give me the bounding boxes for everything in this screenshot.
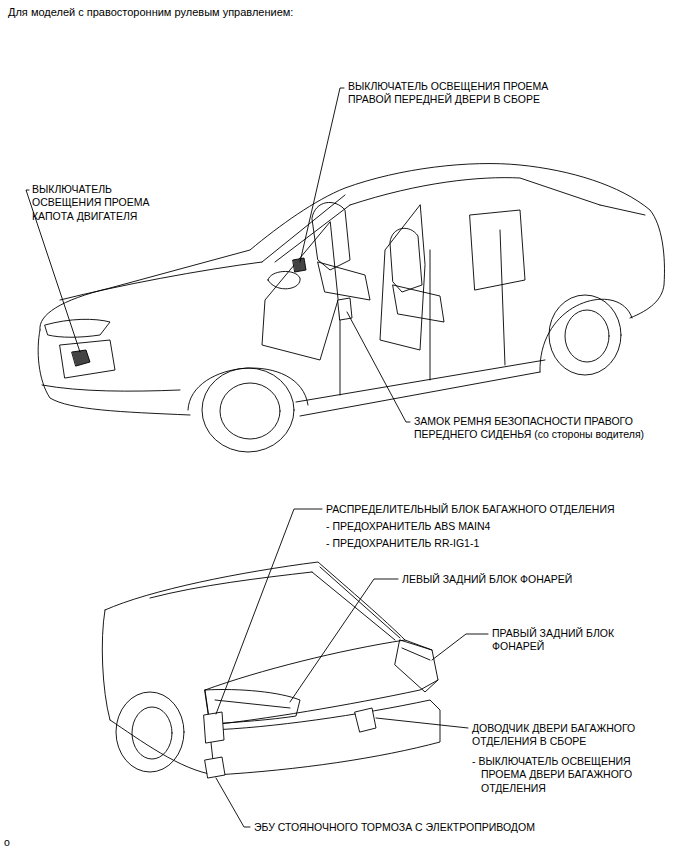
- rear-window: [600, 205, 645, 215]
- car-sill: [296, 360, 545, 402]
- distribution-block: [204, 712, 224, 743]
- headlight: [45, 319, 110, 337]
- rear-window: [312, 567, 400, 640]
- wheel: [220, 383, 280, 439]
- leader-line: [376, 718, 468, 728]
- open-door: [380, 205, 425, 350]
- part-label: ПРАВЫЙ ЗАДНИЙ БЛОК ФОНАРЕЙ: [492, 627, 640, 654]
- part-label: ВЫКЛЮЧАТЕЛЬ ОСВЕЩЕНИЯ ПРОЕМА ПРАВОЙ ПЕРЕ…: [348, 80, 593, 107]
- side: [110, 720, 215, 775]
- seat: [312, 202, 350, 270]
- car-sill: [300, 372, 540, 416]
- page-heading: Для моделей с правосторонним рулевым упр…: [8, 5, 293, 19]
- seat: [318, 262, 370, 300]
- lamp-detail: [215, 648, 430, 708]
- front-car: [26, 88, 664, 452]
- hood-switch: [72, 350, 90, 366]
- door-switch: [293, 258, 306, 272]
- leader-line: [432, 634, 488, 660]
- grille: [60, 340, 115, 378]
- part-label: - ПРЕДОХРАНИТЕЛЬ RR-IG1-1: [326, 537, 479, 550]
- leader-line: [216, 509, 322, 714]
- trunk-closer: [355, 708, 376, 732]
- part-label: - ВЫКЛЮЧАТЕЛЬ ОСВЕЩЕНИЯ ПРОЕМА ДВЕРИ БАГ…: [472, 755, 671, 795]
- part-label: ДОВОДЧИК ДВЕРИ БАГАЖНОГО ОТДЕЛЕНИЯ В СБО…: [472, 722, 684, 749]
- right-tail-lamp: [395, 640, 438, 692]
- wheel: [116, 692, 184, 772]
- leader-line: [300, 88, 344, 262]
- car-body: [105, 562, 405, 640]
- wheel-arch: [540, 299, 632, 372]
- rear-car: [102, 509, 488, 827]
- part-label: ЛЕВЫЙ ЗАДНИЙ БЛОК ФОНАРЕЙ: [402, 573, 572, 586]
- seat: [390, 228, 422, 292]
- part-label: ЭБУ СТОЯНОЧНОГО ТОРМОЗА С ЭЛЕКТРОПРИВОДО…: [254, 821, 535, 834]
- bumper: [42, 385, 180, 391]
- parking-brake-ecu: [205, 757, 225, 778]
- wheel: [565, 310, 609, 362]
- bumper: [210, 700, 440, 775]
- page-mark: o: [4, 836, 10, 849]
- rear-seat: [470, 210, 525, 290]
- leader-line: [216, 778, 250, 827]
- part-label: ЗАМОК РЕМНЯ БЕЗОПАСНОСТИ ПРАВОГО ПЕРЕДНЕ…: [414, 415, 682, 442]
- leader-line: [290, 579, 398, 702]
- hood-line: [60, 262, 262, 300]
- seat: [393, 285, 444, 322]
- steering-wheel: [268, 271, 300, 288]
- wheel: [202, 368, 294, 452]
- trunk-lid: [205, 640, 432, 690]
- roof: [150, 572, 312, 598]
- leader-line: [347, 312, 410, 422]
- car-body: [40, 164, 665, 330]
- part-label: РАСПРЕДЕЛИТЕЛЬНЫЙ БЛОК БАГАЖНОГО ОТДЕЛЕН…: [326, 503, 615, 516]
- wheel: [132, 707, 172, 759]
- part-label: ВЫКЛЮЧАТЕЛЬ ОСВЕЩЕНИЯ ПРОЕМА КАПОТА ДВИГ…: [32, 183, 170, 223]
- open-door: [262, 222, 338, 360]
- wheel-arch: [188, 368, 308, 410]
- wheel: [549, 295, 621, 375]
- part-label: - ПРЕДОХРАНИТЕЛЬ ABS MAIN4: [326, 520, 490, 533]
- car-body: [38, 330, 190, 415]
- door-frame: [340, 230, 505, 395]
- car-body: [102, 610, 110, 720]
- windshield: [262, 195, 350, 262]
- roof: [350, 178, 600, 205]
